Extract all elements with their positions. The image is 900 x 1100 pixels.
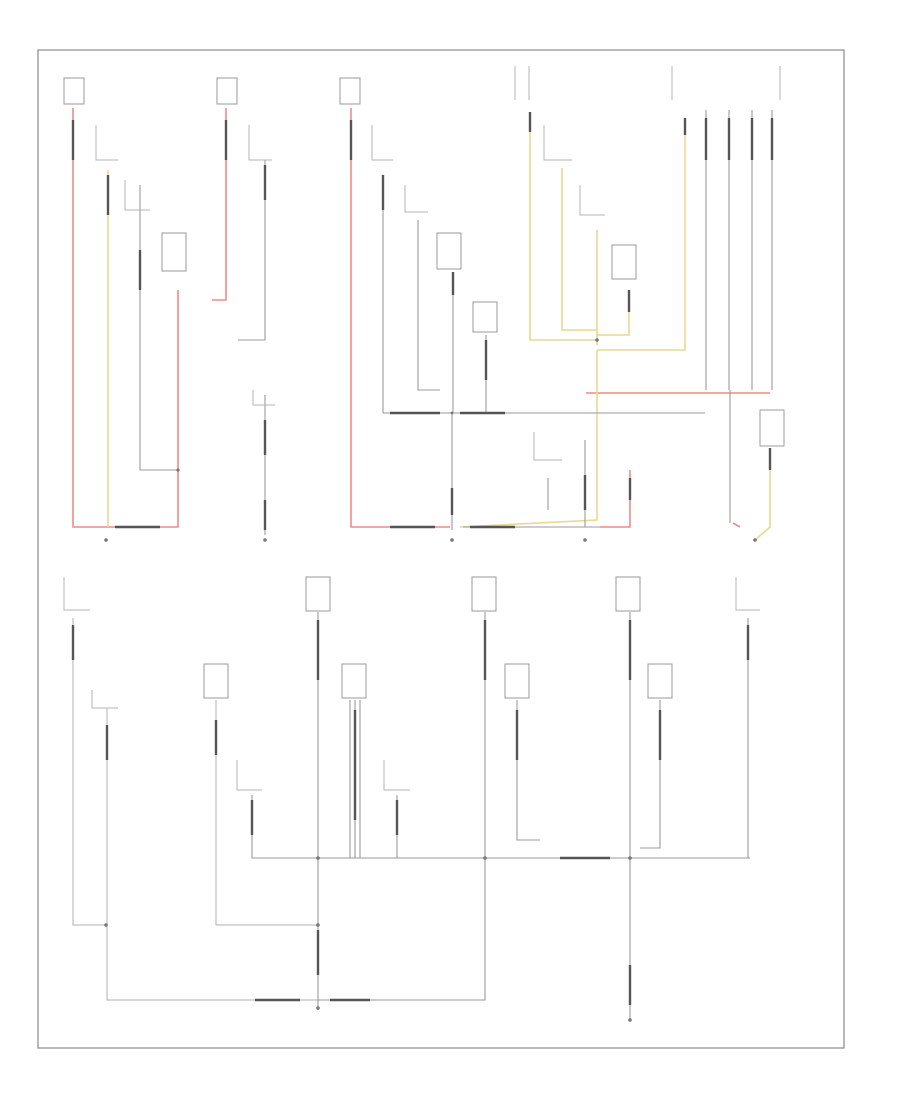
- power-source-5: [671, 66, 781, 100]
- bottom-brackets: [63, 577, 760, 791]
- power-source-3: [339, 77, 361, 105]
- bottom-components: [203, 576, 673, 699]
- top-brackets: [95, 125, 605, 461]
- power-source-1: [63, 77, 85, 105]
- power-wire-third: [349, 108, 450, 528]
- component-box-2: [436, 232, 462, 270]
- power-source-4: [514, 66, 530, 100]
- component-box-1: [161, 232, 187, 272]
- power-wire-left: [71, 108, 179, 528]
- bottom-wires: [71, 612, 750, 1020]
- switched-wire-center: [459, 112, 687, 528]
- component-box-5: [759, 409, 785, 447]
- power-wire-second: [212, 108, 228, 301]
- component-box-3: [472, 301, 498, 333]
- bottom-splices: [104, 856, 632, 1022]
- top-ground-wires: [138, 110, 774, 535]
- component-box-4: [611, 244, 637, 280]
- power-wire-right: [586, 392, 770, 528]
- top-splices: [104, 338, 757, 542]
- diagram-frame: [37, 49, 845, 1049]
- power-source-2: [216, 77, 238, 105]
- switched-wire-right: [754, 448, 772, 541]
